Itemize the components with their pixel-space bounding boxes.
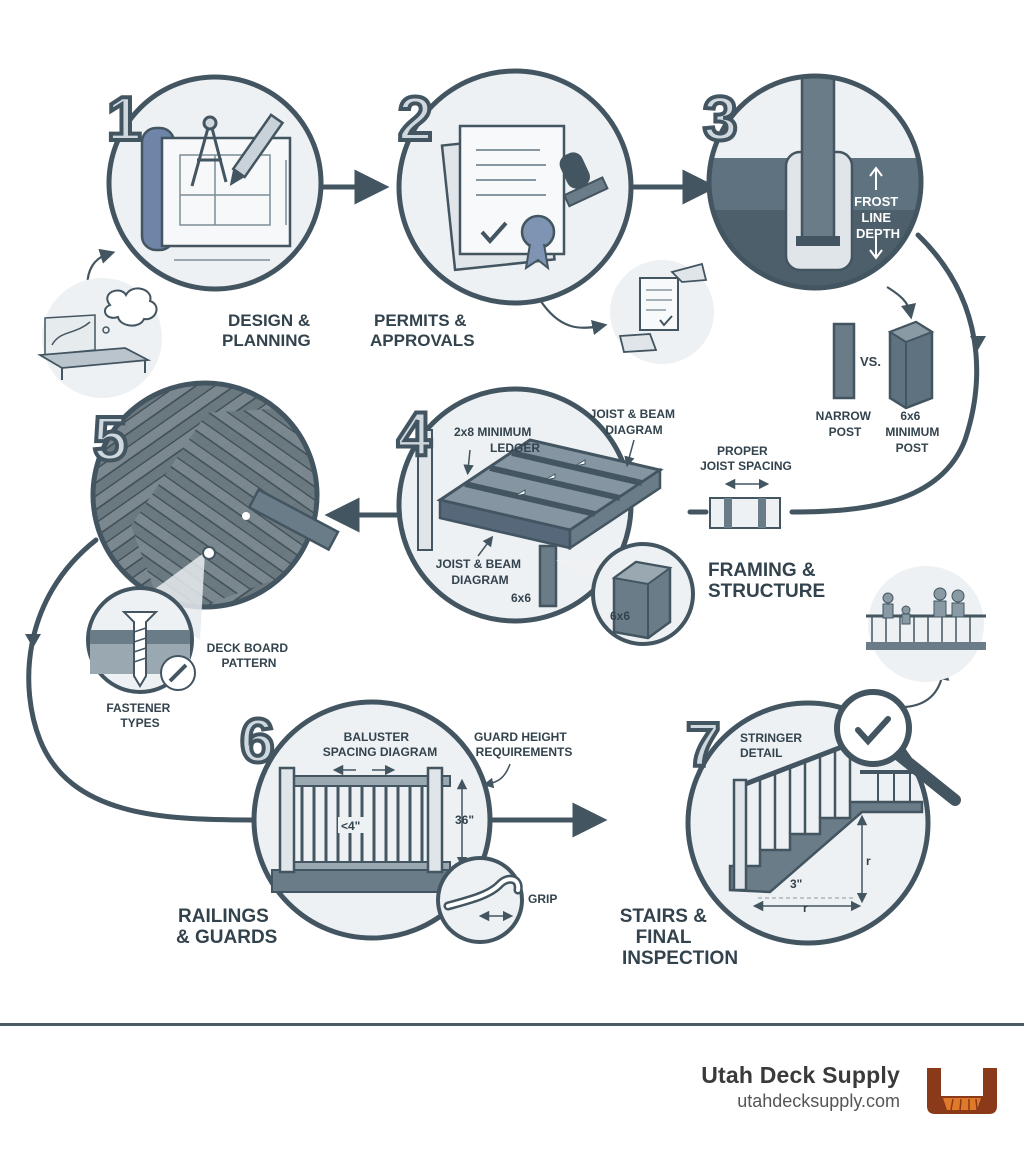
thought-vignette <box>37 278 162 398</box>
step-7-label: STAIRS & FINAL INSPECTION <box>620 906 738 969</box>
family-deck-vignette <box>866 566 986 682</box>
joist-spacing: PROPER JOIST SPACING <box>700 444 792 529</box>
step-2: 2 <box>396 68 634 306</box>
step-4-label: FRAMING & STRUCTURE <box>708 560 825 602</box>
brand-url[interactable]: utahdecksupply.com <box>737 1091 900 1111</box>
tread-label: r <box>803 901 808 915</box>
step-number-5: 5 <box>93 405 127 474</box>
step-3: FROST LINE DEPTH 3 <box>701 73 924 291</box>
step-5: 5 <box>90 380 340 610</box>
vs-label: VS. <box>860 354 881 369</box>
step-number-7: 7 <box>686 711 720 780</box>
guard-height-label: GUARD HEIGHT REQUIREMENTS <box>474 730 572 759</box>
joist-bottom-arrow <box>477 535 494 557</box>
joist-spacing-label: PROPER JOIST SPACING <box>700 444 792 473</box>
step-5-label: DECK BOARD PATTERN <box>207 641 292 670</box>
step-1-label: DESIGN & PLANNING <box>222 311 315 350</box>
connector-3-4 <box>789 232 980 515</box>
brand-block: Utah Deck Supply utahdecksupply.com <box>701 1062 900 1112</box>
joist-top-arrow <box>624 439 635 468</box>
narrow-post-label: NARROW POST <box>816 409 875 439</box>
rail-height-label: 36" <box>455 813 474 827</box>
permit-hand-arrow <box>539 299 608 336</box>
footer-divider <box>0 1023 1024 1026</box>
step-6-label: RAILINGS & GUARDS <box>176 906 277 948</box>
baluster-label: BALUSTER SPACING DIAGRAM <box>323 730 437 759</box>
step-number-6: 6 <box>240 707 274 776</box>
step-1: 1 <box>105 74 324 292</box>
min-post-label: 6x6 MINIMUM POST <box>885 409 942 455</box>
joist-beam-top-label: JOIST & BEAM DIAGRAM <box>590 407 679 437</box>
grip-label: GRIP <box>528 892 557 906</box>
permit-handoff-vignette <box>610 260 714 364</box>
step-number-3: 3 <box>703 85 737 154</box>
joist-beam-bottom-label: JOIST & BEAM DIAGRAM <box>436 557 525 587</box>
riser-label: r <box>866 854 871 868</box>
stringer-label: STRINGER DETAIL <box>740 731 805 760</box>
brand-logo-icon <box>927 1068 997 1114</box>
loop-arrow-3-4 <box>970 336 986 350</box>
step-2-label: PERMITS & APPROVALS <box>370 311 475 350</box>
frost-line-label: FROST LINE DEPTH <box>854 194 902 241</box>
baluster-gap-label: <4" <box>341 819 360 833</box>
nosing-label: 3" <box>790 877 802 891</box>
connector-5-6 <box>26 537 255 823</box>
fastener-zoom <box>86 546 216 694</box>
post-6x6-zoom: 6x6 <box>556 542 695 646</box>
loop-arrow-5-6 <box>25 634 41 648</box>
post-comparison: VS. NARROW POST 6x6 MINIMUM POST <box>816 320 942 455</box>
post-compare-arrow <box>886 286 917 320</box>
guard-height-arrow <box>482 763 511 789</box>
fastener-label: FASTENER TYPES <box>106 701 173 730</box>
brand-name: Utah Deck Supply <box>701 1062 900 1088</box>
step-6: 6 36" <4" <box>238 699 493 941</box>
ledger-label: 2x8 MINIMUM LEDGER <box>454 425 540 455</box>
ledger-arrow <box>463 449 474 476</box>
step-number-1: 1 <box>107 85 141 154</box>
grip-zoom <box>436 856 524 944</box>
post-6x6-label: 6x6 <box>511 591 531 605</box>
post-6x6-zoom-label: 6x6 <box>610 609 630 623</box>
step-number-2: 2 <box>398 85 432 154</box>
step-number-4: 4 <box>397 400 432 469</box>
step-7: 7 <box>684 689 961 946</box>
